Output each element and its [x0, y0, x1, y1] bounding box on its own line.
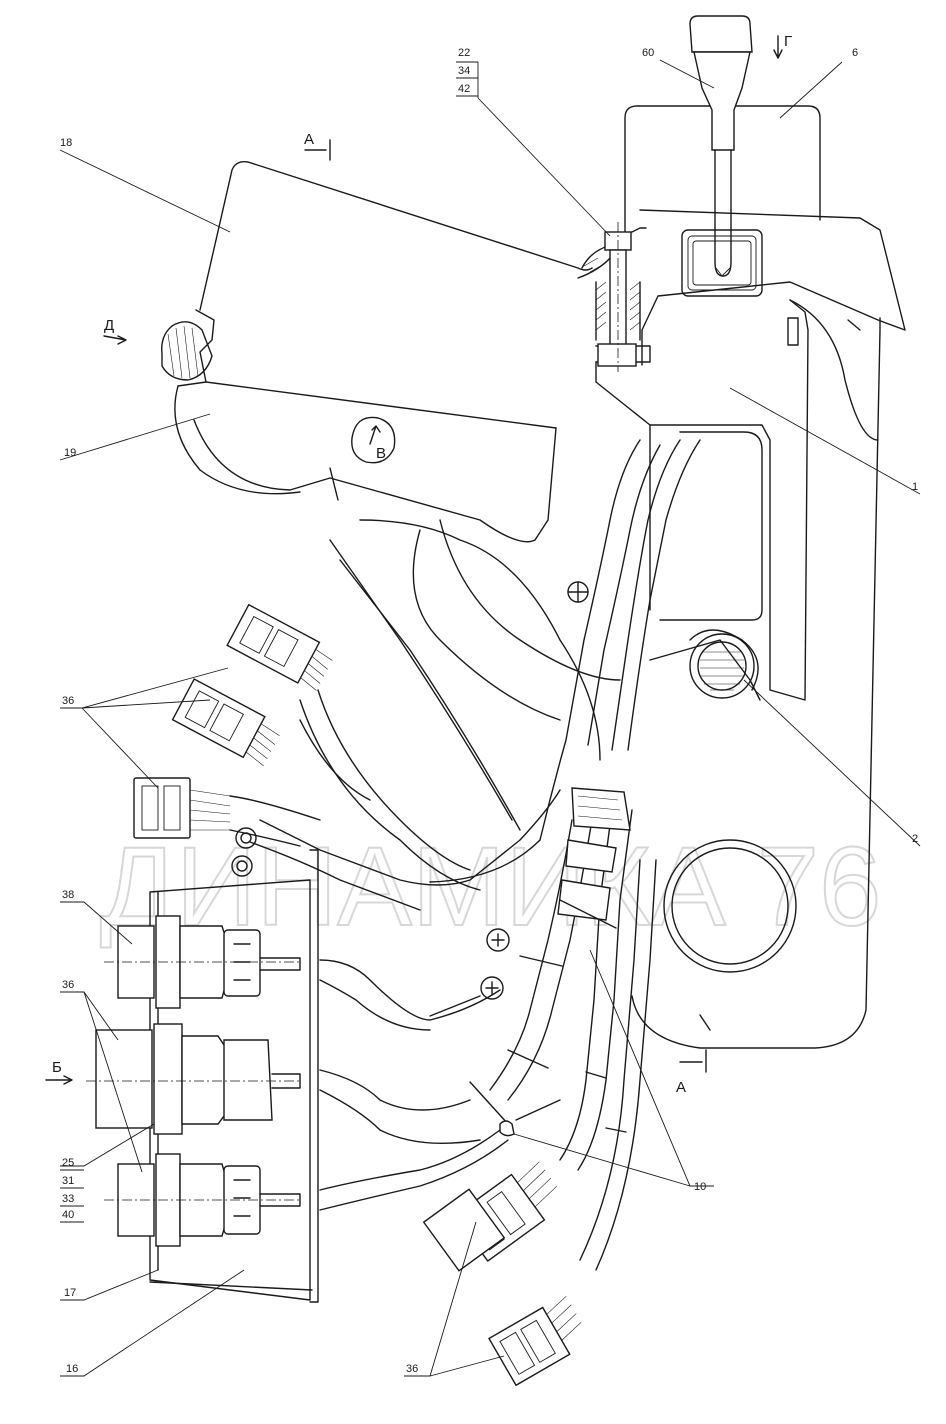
label-36-upper: 36	[62, 695, 74, 707]
section-line-a	[304, 139, 707, 1073]
ring-terminals	[231, 827, 510, 1017]
label-40: 40	[62, 1209, 74, 1221]
leader-lines	[59, 59, 921, 1377]
label-10: 10	[694, 1181, 706, 1193]
connector-36-middle	[86, 1023, 301, 1135]
label-19: 19	[64, 447, 76, 459]
screw-assembly-22	[577, 222, 647, 372]
part-60-lever	[681, 15, 763, 297]
label-2: 2	[912, 833, 918, 845]
view-label-v: В	[376, 445, 386, 462]
label-36-middle: 36	[62, 979, 74, 991]
label-6: 6	[852, 47, 858, 59]
cable-harness	[249, 439, 701, 1271]
view-label-a-bottom: А	[676, 1079, 686, 1096]
connector-38	[104, 915, 301, 1009]
part-19-cap	[161, 309, 301, 495]
part-2-knob	[689, 629, 759, 699]
label-1: 1	[912, 481, 918, 493]
connectors-36-upper	[133, 603, 333, 847]
label-25: 25	[62, 1157, 74, 1169]
connector-25	[104, 1153, 301, 1247]
label-17: 17	[64, 1287, 76, 1299]
bracket-round-hole	[663, 839, 797, 973]
part-18-tank	[193, 160, 593, 543]
center-bolt	[567, 581, 589, 603]
view-label-g: Г	[784, 33, 792, 50]
view-label-a-top: А	[304, 131, 314, 148]
label-22: 22	[458, 47, 470, 59]
view-labels: А А Г Д В Б	[52, 33, 792, 1096]
label-18: 18	[60, 137, 72, 149]
label-38: 38	[62, 889, 74, 901]
view-label-b: Б	[52, 1059, 62, 1076]
label-60: 60	[642, 47, 654, 59]
label-31: 31	[62, 1175, 74, 1187]
connectors-36-lower	[422, 1161, 582, 1387]
label-34: 34	[458, 65, 470, 77]
label-36-lower: 36	[406, 1363, 418, 1375]
label-42: 42	[458, 83, 470, 95]
label-33: 33	[62, 1193, 74, 1205]
callout-labels: 22 34 42 60 6 18 19 1 2 36 38 36 25 31 3…	[60, 47, 918, 1375]
view-v-marker	[329, 416, 396, 501]
view-label-d: Д	[104, 317, 114, 334]
view-arrows	[45, 35, 783, 1085]
label-16: 16	[66, 1363, 78, 1375]
